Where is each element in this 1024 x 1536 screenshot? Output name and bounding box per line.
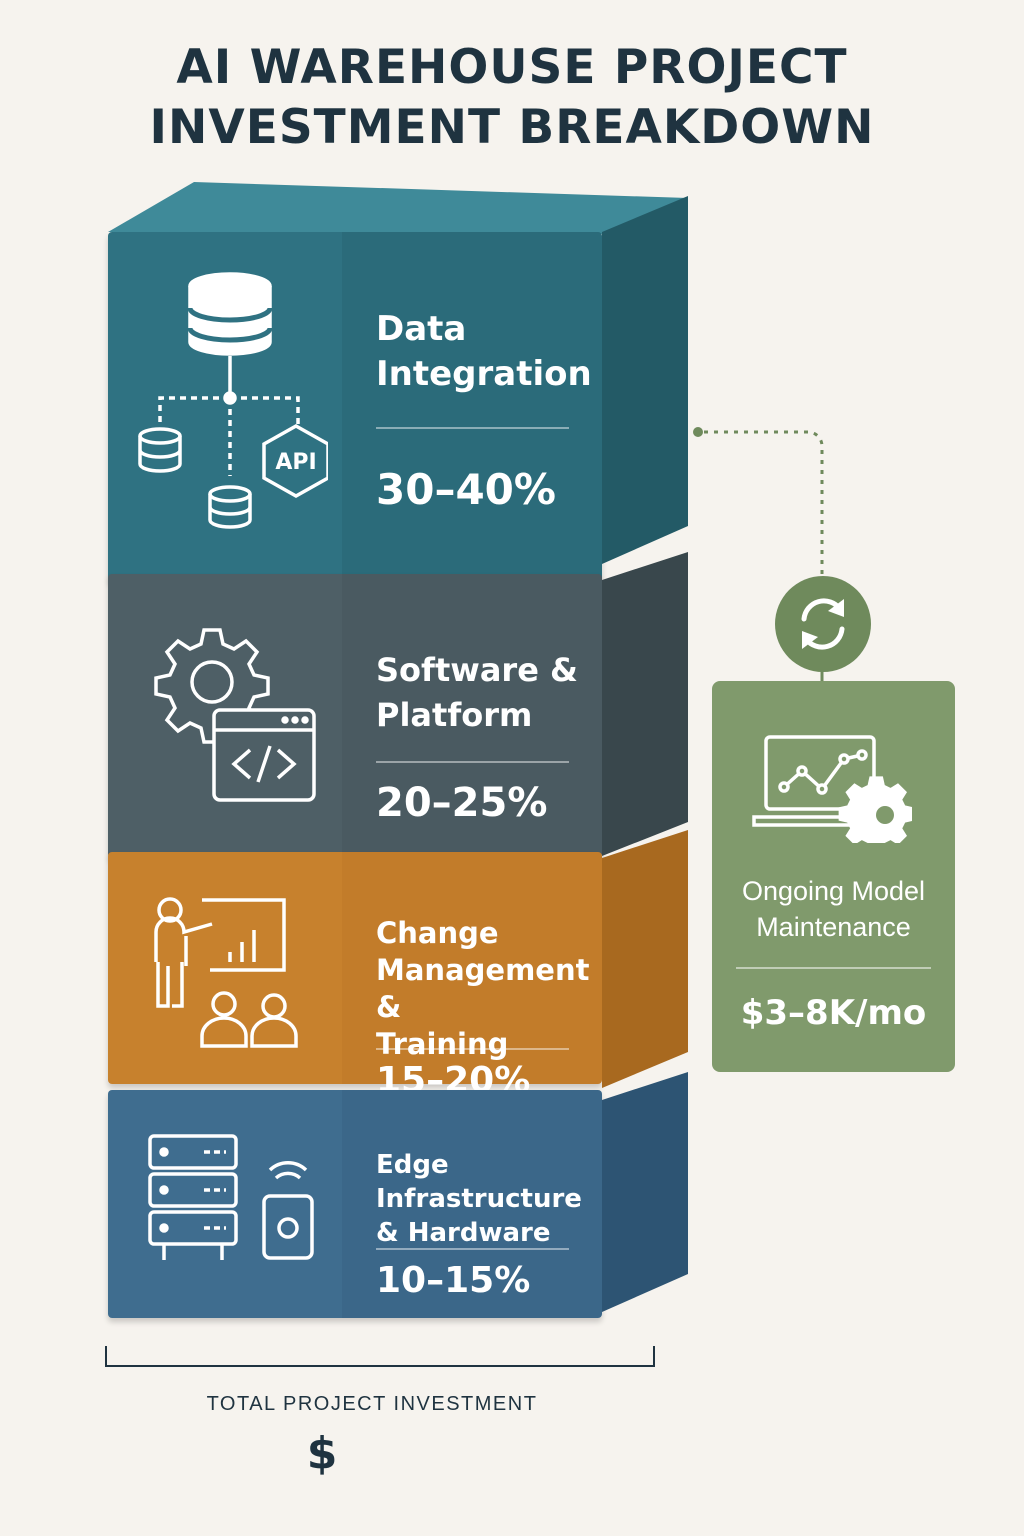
block-percentage: 20–25%: [376, 780, 548, 826]
block-side-face: [602, 830, 688, 1092]
block-top-face: [108, 182, 688, 234]
server-device-icon: [148, 1134, 318, 1264]
svg-text:API: API: [275, 450, 316, 475]
block-software-platform: Software & Platform 20–25%: [108, 552, 688, 858]
page-title: AI WAREHOUSE PROJECT INVESTMENT BREAKDOW…: [0, 38, 1024, 158]
block-side-face: [602, 196, 688, 564]
database-api-icon: API: [128, 266, 328, 536]
divider: [736, 967, 931, 969]
title-line-2: INVESTMENT BREAKDOWN: [149, 100, 875, 155]
divider: [376, 761, 569, 763]
block-edge-infrastructure: Edge Infrastructure & Hardware 10–15%: [108, 1072, 688, 1318]
divider: [376, 1248, 569, 1250]
maintenance-card: Ongoing Model Maintenance $3–8K/mo: [712, 681, 955, 1072]
divider: [376, 1048, 569, 1050]
block-label: Data Integration: [376, 309, 592, 394]
total-value: $: [306, 1428, 338, 1479]
block-side-face: [602, 552, 688, 860]
refresh-icon: [774, 575, 872, 673]
block-percentage: 10–15%: [376, 1260, 531, 1301]
maintenance-cost: $3–8K/mo: [740, 993, 927, 1033]
maintenance-label: Ongoing Model Maintenance: [741, 876, 926, 942]
laptop-chart-gear-icon: [752, 733, 912, 843]
total-bracket: [104, 1346, 660, 1375]
presenter-training-icon: [144, 896, 304, 1056]
block-label: Edge Infrastructure & Hardware: [376, 1150, 582, 1248]
block-side-face: [602, 1072, 688, 1316]
block-change-management: Change Management & Training 15–20%: [108, 830, 688, 1101]
gear-code-window-icon: [152, 626, 322, 806]
block-label: Software & Platform: [376, 651, 578, 734]
block-label: Change Management & Training: [376, 916, 590, 1061]
block-data-integration: API Data Integration 30–40%: [108, 182, 688, 582]
divider: [376, 427, 569, 429]
title-line-1: AI WAREHOUSE PROJECT: [176, 40, 848, 95]
total-label: TOTAL PROJECT INVESTMENT: [206, 1393, 538, 1415]
block-percentage: 30–40%: [376, 465, 556, 514]
